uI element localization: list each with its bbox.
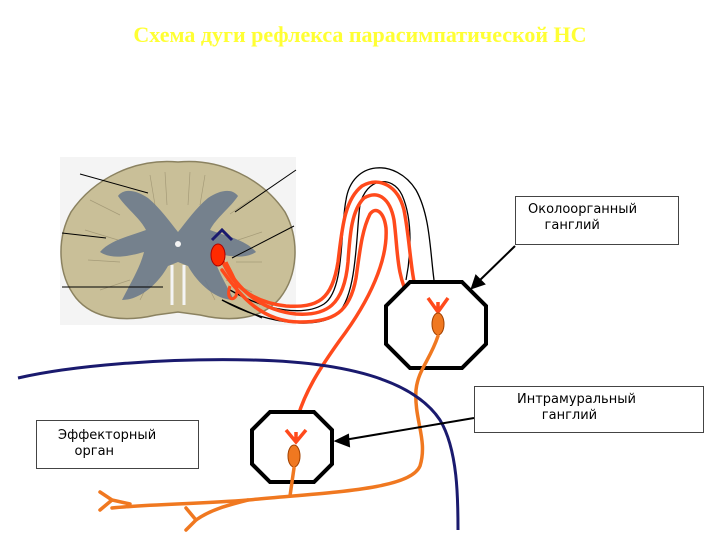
paraorgan-ganglion-label: Околоорганный ганглий [515, 196, 679, 245]
effector-organ-label: Эффекторный орган [36, 420, 199, 469]
intramural-ganglion-label: Интрамуральный ганглий [474, 386, 704, 433]
